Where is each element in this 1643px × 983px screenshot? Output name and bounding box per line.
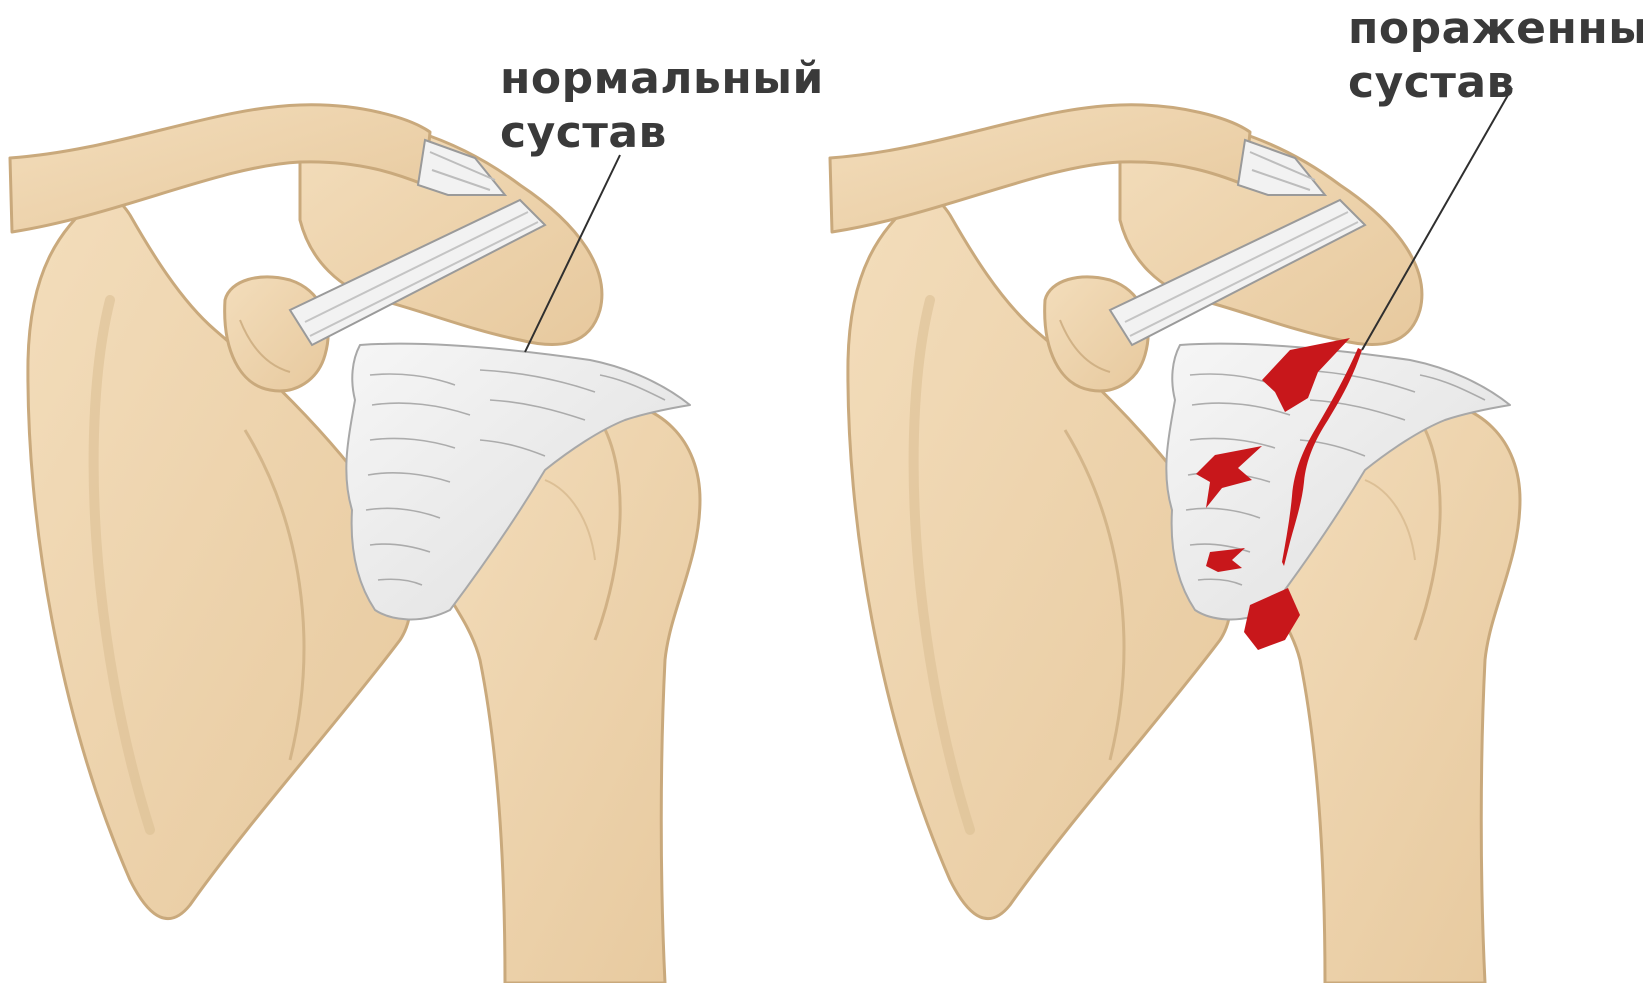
affected-joint-label-line1: пораженный (1348, 2, 1643, 56)
affected-joint-label: пораженный сустав (1348, 2, 1643, 110)
affected-joint-illustration (830, 105, 1520, 983)
normal-joint-illustration (10, 105, 700, 983)
normal-joint-label-line2: сустав (500, 106, 824, 160)
normal-joint-label: нормальный сустав (500, 52, 824, 160)
normal-joint-label-line1: нормальный (500, 52, 824, 106)
affected-joint-label-line2: сустав (1348, 56, 1643, 110)
